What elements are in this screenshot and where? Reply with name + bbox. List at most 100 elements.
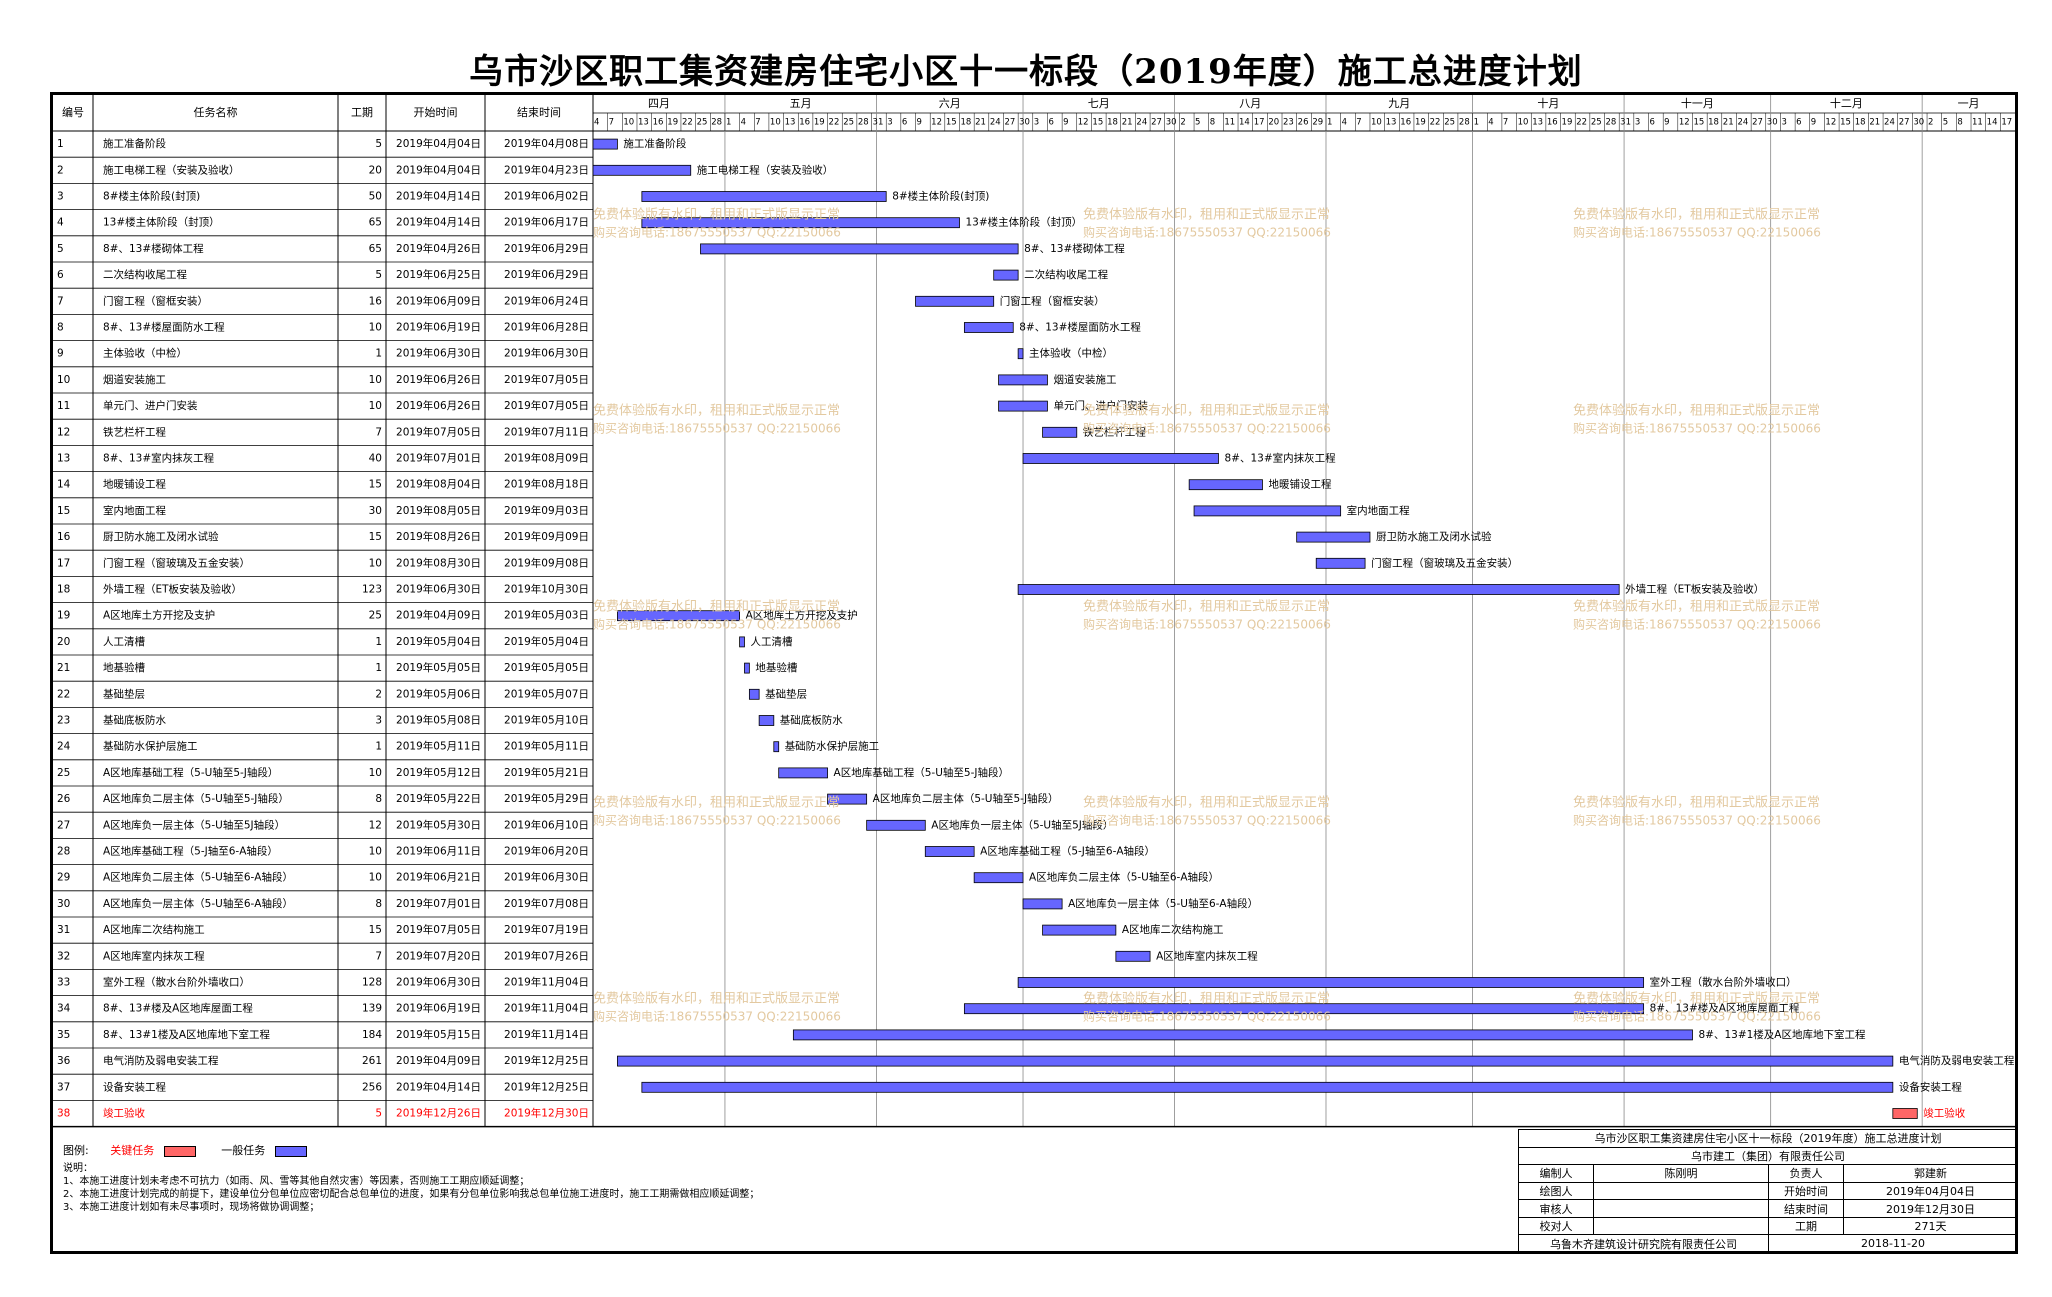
- day-tick-label: 11: [1972, 118, 1983, 128]
- day-tick-label: 24: [1136, 118, 1147, 128]
- day-tick-label: 27: [1151, 118, 1162, 128]
- task-id: 6: [57, 269, 64, 281]
- watermark-line2: 购买咨询电话:18675550537 QQ:22150066: [593, 225, 841, 240]
- month-label: 七月: [1088, 97, 1110, 110]
- task-bar: [1892, 1108, 1918, 1119]
- task-bar: [748, 688, 760, 700]
- task-start: 2019年05月08日: [396, 714, 481, 727]
- day-tick-label: 20: [1268, 118, 1279, 128]
- task-id: 16: [57, 531, 71, 543]
- task-start: 2019年04月04日: [396, 163, 481, 176]
- task-name: A区地库土方开挖及支护: [103, 609, 215, 622]
- month-label: 一月: [1958, 97, 1980, 110]
- task-duration: 5: [375, 269, 382, 281]
- day-tick-label: 22: [1430, 118, 1441, 128]
- task-start: 2019年06月25日: [396, 268, 481, 281]
- task-bar: [963, 322, 1014, 333]
- column-header: 编号: [62, 105, 84, 119]
- task-end: 2019年06月28日: [504, 321, 589, 334]
- day-tick-label: 25: [1591, 118, 1602, 128]
- task-end: 2019年04月08日: [504, 137, 589, 150]
- task-name: 铁艺栏杆工程: [103, 425, 166, 438]
- watermark-line2: 购买咨询电话:18675550537 QQ:22150066: [1083, 225, 1331, 240]
- watermark-line2: 购买咨询电话:18675550537 QQ:22150066: [1083, 1009, 1331, 1024]
- day-tick-label: 19: [1562, 118, 1573, 128]
- info-footer-org: 乌鲁木齐建筑设计研究院有限责任公司: [1518, 1234, 1769, 1253]
- task-bar-label: 8#楼主体阶段(封顶): [892, 190, 989, 203]
- task-duration: 40: [369, 453, 382, 465]
- day-tick-label: 6: [1650, 118, 1655, 128]
- task-bar-label: A区地库负一层主体（5-U轴至6-A轴段）: [1068, 897, 1258, 910]
- task-end: 2019年05月05日: [504, 661, 589, 674]
- month-label: 八月: [1239, 97, 1261, 110]
- task-id: 29: [57, 872, 70, 884]
- task-name: 主体验收（中检）: [103, 347, 187, 360]
- task-bar: [773, 741, 780, 753]
- task-bar-label: 厨卫防水施工及闭水试验: [1376, 530, 1492, 543]
- notes: 说明： 1、本施工进度计划未考虑不可抗力（如雨、风、雪等其他自然灾害）等因素，否…: [63, 1162, 759, 1214]
- task-duration: 5: [375, 138, 382, 150]
- task-id: 31: [57, 924, 70, 936]
- task-end: 2019年06月02日: [504, 190, 589, 203]
- task-id: 2: [57, 164, 64, 176]
- watermark-line2: 购买咨询电话:18675550537 QQ:22150066: [1573, 421, 1821, 436]
- task-start: 2019年04月14日: [396, 216, 481, 229]
- task-bar: [739, 636, 745, 648]
- day-tick-label: 12: [931, 118, 942, 128]
- day-tick-label: 13: [638, 118, 649, 128]
- task-name: 地暖铺设工程: [103, 478, 166, 491]
- task-start: 2019年04月14日: [396, 190, 481, 203]
- day-tick-label: 17: [1254, 118, 1265, 128]
- day-tick-label: 24: [1884, 118, 1895, 128]
- month-label: 六月: [939, 97, 961, 110]
- info-label: 结束时间: [1768, 1199, 1844, 1218]
- info-value: [1593, 1181, 1769, 1201]
- note-item-2: 2、本施工进度计划完成的前提下，建设单位分包单位应密切配合总包单位的进度，如果有…: [63, 1189, 760, 1200]
- month-label: 九月: [1388, 97, 1410, 110]
- task-name: 电气消防及弱电安装工程: [103, 1054, 219, 1067]
- day-tick-label: 22: [1576, 118, 1587, 128]
- task-bar: [758, 715, 775, 726]
- task-duration: 1: [375, 636, 382, 648]
- task-name: 13#楼主体阶段（封顶）: [103, 216, 220, 229]
- task-start: 2019年06月30日: [396, 583, 481, 596]
- task-start: 2019年08月30日: [396, 556, 481, 569]
- day-tick-label: 2: [1180, 118, 1185, 128]
- task-name: 室内地面工程: [103, 504, 166, 517]
- watermark-line1: 免费体验版有水印，租用和正式版显示正常: [593, 795, 840, 811]
- day-tick-label: 10: [770, 118, 781, 128]
- task-duration: 12: [369, 819, 382, 831]
- task-bar-label: 烟道安装施工: [1053, 373, 1116, 386]
- task-end: 2019年06月30日: [504, 347, 589, 360]
- day-tick-label: 27: [1004, 118, 1015, 128]
- info-label: 校对人: [1518, 1216, 1594, 1236]
- task-bar-label: 施工电梯工程（安装及验收）: [697, 163, 834, 176]
- task-bar-label: 设备安装工程: [1899, 1080, 1962, 1093]
- watermark-line1: 免费体验版有水印，租用和正式版显示正常: [593, 403, 840, 419]
- task-id: 10: [57, 374, 70, 386]
- legend-label: 图例:: [63, 1144, 89, 1157]
- task-bar-label: 室外工程（散水台阶外墙收口）: [1650, 976, 1797, 989]
- task-bar-label: A区地库土方开挖及支护: [746, 609, 858, 622]
- task-duration: 15: [369, 531, 382, 543]
- task-start: 2019年06月19日: [396, 321, 481, 334]
- task-end: 2019年09月08日: [504, 556, 589, 569]
- day-tick-label: 1: [1327, 118, 1332, 128]
- task-start: 2019年06月30日: [396, 347, 481, 360]
- task-bar-label: 单元门、进户门安装: [1053, 399, 1148, 412]
- task-name: 基础垫层: [103, 687, 145, 700]
- task-start: 2019年05月05日: [396, 661, 481, 674]
- watermark-line2: 购买咨询电话:18675550537 QQ:22150066: [1573, 813, 1821, 828]
- task-id: 4: [57, 217, 64, 229]
- watermark-line1: 免费体验版有水印，租用和正式版显示正常: [1573, 403, 1820, 419]
- task-end: 2019年08月18日: [504, 478, 589, 491]
- task-name: 8#楼主体阶段(封顶): [103, 190, 200, 203]
- task-start: 2019年04月26日: [396, 242, 481, 255]
- day-tick-label: 18: [960, 118, 971, 128]
- watermark-line2: 购买咨询电话:18675550537 QQ:22150066: [593, 421, 841, 436]
- watermark-line1: 免费体验版有水印，租用和正式版显示正常: [593, 991, 840, 1007]
- day-tick-label: 4: [594, 118, 599, 128]
- day-tick-label: 30: [1019, 118, 1030, 128]
- task-bar: [1022, 453, 1219, 464]
